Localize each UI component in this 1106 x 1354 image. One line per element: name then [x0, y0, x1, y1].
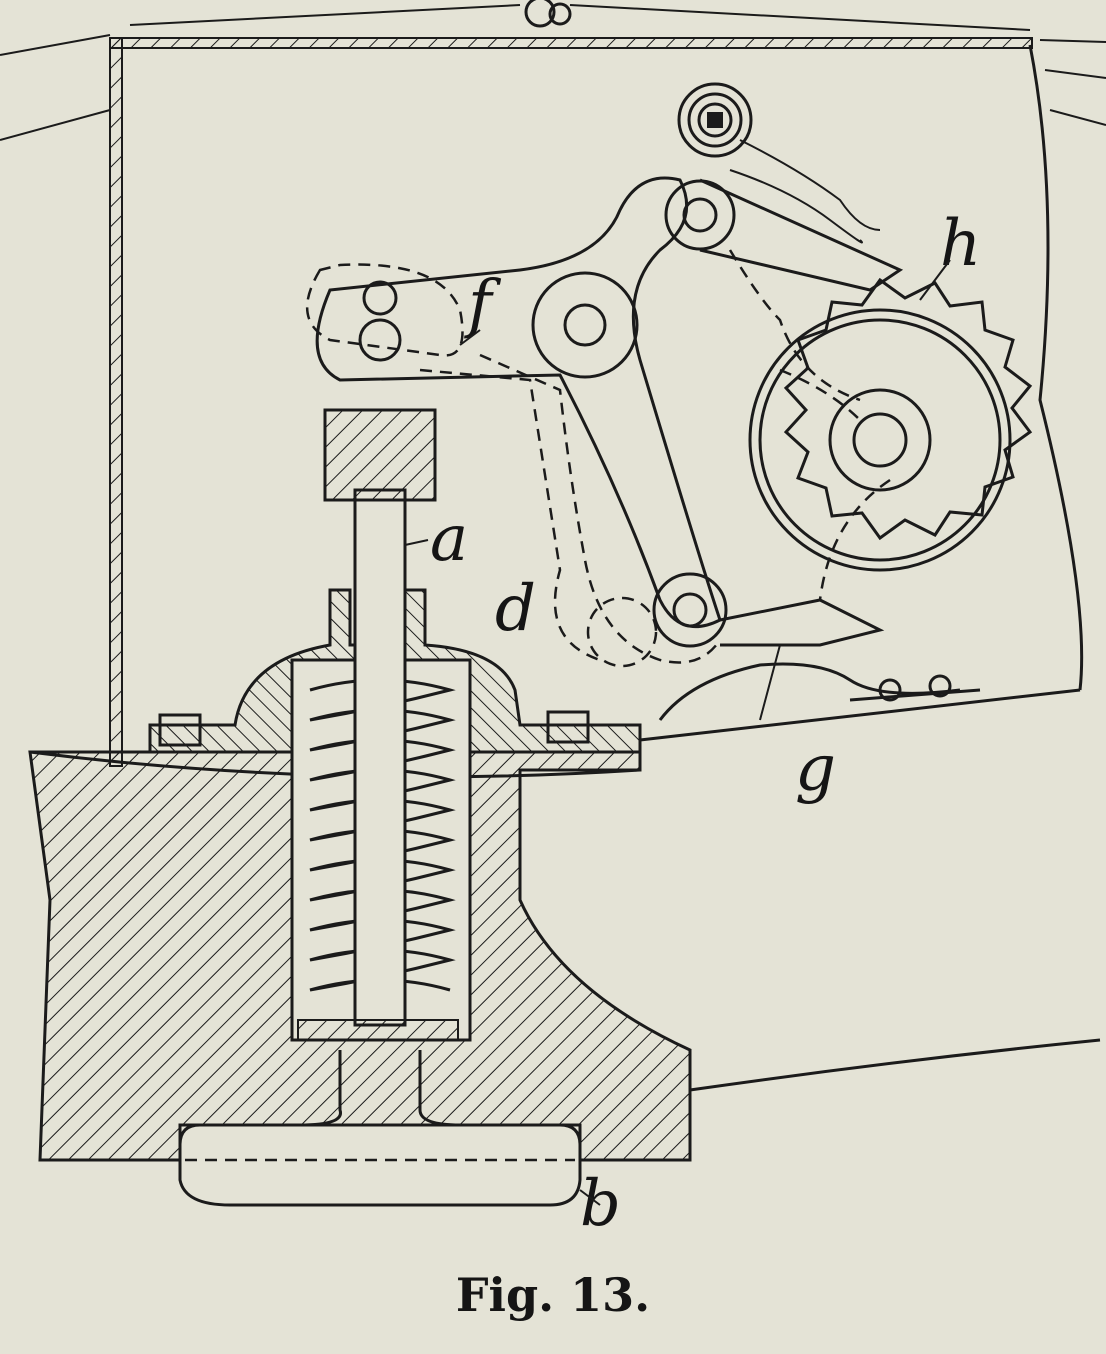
housing-cover — [109, 37, 1084, 767]
leader-lines — [404, 259, 951, 1206]
push-button — [178, 1050, 582, 1207]
pawl-assembly — [664, 82, 904, 402]
label-g: g — [795, 732, 836, 806]
label-a: a — [430, 502, 468, 576]
base-casting — [28, 688, 1101, 1162]
lower-pawl — [658, 598, 981, 721]
label-d: d — [495, 572, 536, 646]
label-b: b — [580, 1167, 621, 1241]
lever-f — [305, 176, 728, 668]
label-h: h — [940, 207, 981, 281]
top-rays — [0, 0, 1106, 141]
plunger-rod — [297, 408, 459, 1041]
label-f: f — [464, 267, 502, 341]
figure-caption: Fig. 13. — [455, 1268, 651, 1322]
ratchet-wheel — [748, 277, 1033, 601]
